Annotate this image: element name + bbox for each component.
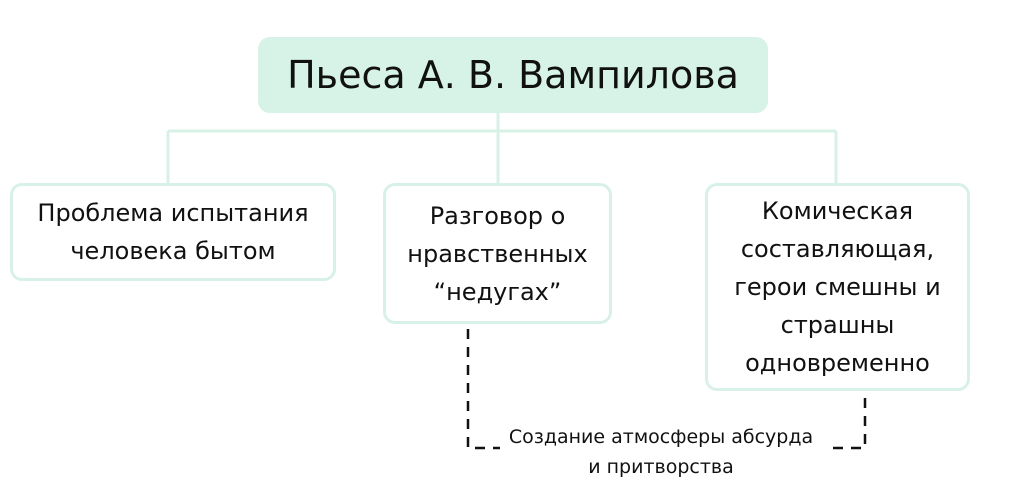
child-node-conversation-line-1: Разговор о [429,201,566,230]
child-node-problem: Проблема испытания человека бытом [10,183,336,281]
right-dashed-bracket [832,398,867,450]
child-node-problem-line-1: Проблема испытания [37,199,309,227]
child-node-comic-line-2: составляющая, [740,235,935,263]
child-node-comic: Комическая составляющая, герои смешны и … [705,183,970,391]
root-label: Пьеса А. В. Вампилова [287,53,739,97]
annotation-line-2: и притворства [588,456,734,478]
left-dashed-bracket [466,329,500,450]
child-node-comic-line-3: герои смешны и [734,273,941,301]
tree-connectors [166,113,838,183]
annotation-line-1: Создание атмосферы абсурда [508,426,814,448]
child-node-comic-text: Комическая составляющая, герои смешны и … [734,192,940,382]
annotation-note: Создание атмосферы абсурда и притворства [488,422,834,482]
root-node: Пьеса А. В. Вампилова [258,37,768,113]
child-node-comic-line-5: одновременно [745,349,930,377]
child-node-conversation-text: Разговор о нравственных “недугах” [407,197,587,311]
child-node-comic-line-1: Комическая [761,197,914,225]
child-node-comic-line-4: страшны [780,311,895,339]
annotation-bracket [466,329,867,450]
child-node-problem-line-2: человека бытом [70,237,276,265]
child-node-conversation-line-3: “недугах” [433,277,562,306]
child-node-conversation: Разговор о нравственных “недугах” [383,183,612,324]
child-node-problem-text: Проблема испытания человека бытом [37,194,308,270]
child-node-conversation-line-2: нравственных [407,239,588,268]
